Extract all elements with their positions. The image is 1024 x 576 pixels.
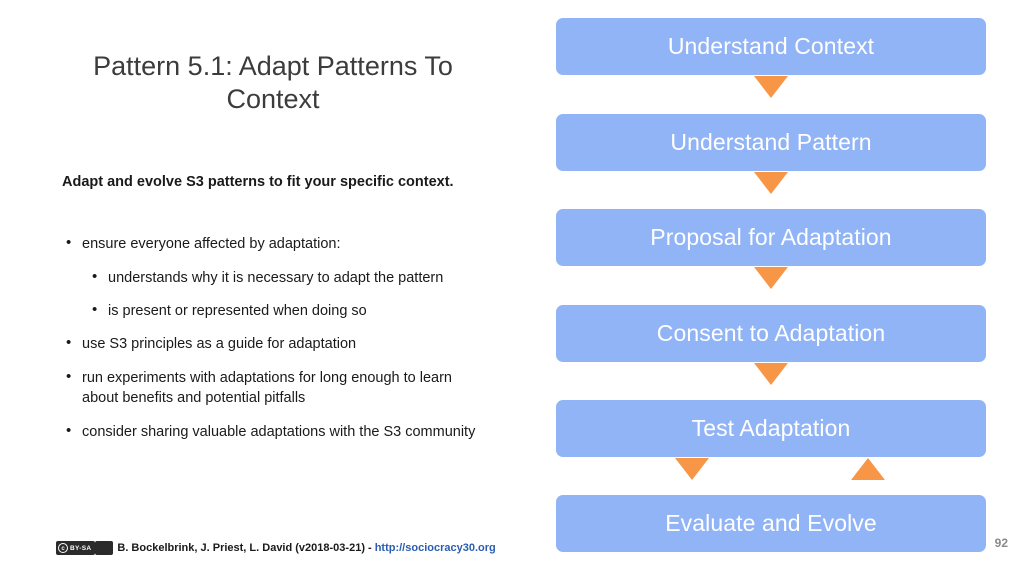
list-item: is present or represented when doing so — [62, 300, 492, 321]
license-bar-icon — [95, 541, 114, 555]
page-number: 92 — [994, 536, 1008, 550]
flow-step-understand-pattern: Understand Pattern — [556, 114, 986, 171]
flow-step-understand-context: Understand Context — [556, 18, 986, 75]
flow-diagram: Understand Context Understand Pattern Pr… — [540, 0, 1024, 576]
flow-step-evaluate-and-evolve: Evaluate and Evolve — [556, 495, 986, 552]
footer-link[interactable]: http://sociocracy30.org — [374, 542, 496, 554]
footer-credit: B. Bockelbrink, J. Priest, L. David (v20… — [117, 542, 372, 554]
page-title: Pattern 5.1: Adapt Patterns To Context — [93, 51, 453, 114]
creative-commons-icon: c BY-SA — [56, 541, 96, 555]
arrow-down-icon — [754, 172, 788, 194]
list-item: run experiments with adaptations for lon… — [62, 367, 492, 408]
left-column: Pattern 5.1: Adapt Patterns To Context A… — [0, 0, 540, 576]
arrow-down-icon — [754, 76, 788, 98]
list-item: understands why it is necessary to adapt… — [62, 267, 492, 288]
arrow-down-icon — [754, 363, 788, 385]
arrow-down-icon — [754, 267, 788, 289]
list-item: ensure everyone affected by adaptation: — [62, 233, 492, 254]
lead-paragraph: Adapt and evolve S3 patterns to fit your… — [62, 174, 454, 190]
list-item: consider sharing valuable adaptations wi… — [62, 421, 492, 442]
flow-step-test-adaptation: Test Adaptation — [556, 400, 986, 457]
list-item: use S3 principles as a guide for adaptat… — [62, 333, 492, 354]
arrow-down-icon — [675, 458, 709, 480]
bullet-list: ensure everyone affected by adaptation: … — [62, 233, 492, 456]
arrow-up-icon — [851, 458, 885, 480]
flow-step-proposal-for-adaptation: Proposal for Adaptation — [556, 209, 986, 266]
flow-step-consent-to-adaptation: Consent to Adaptation — [556, 305, 986, 362]
license-terms: BY-SA — [70, 544, 92, 552]
footer: c BY-SA B. Bockelbrink, J. Priest, L. Da… — [56, 541, 496, 555]
